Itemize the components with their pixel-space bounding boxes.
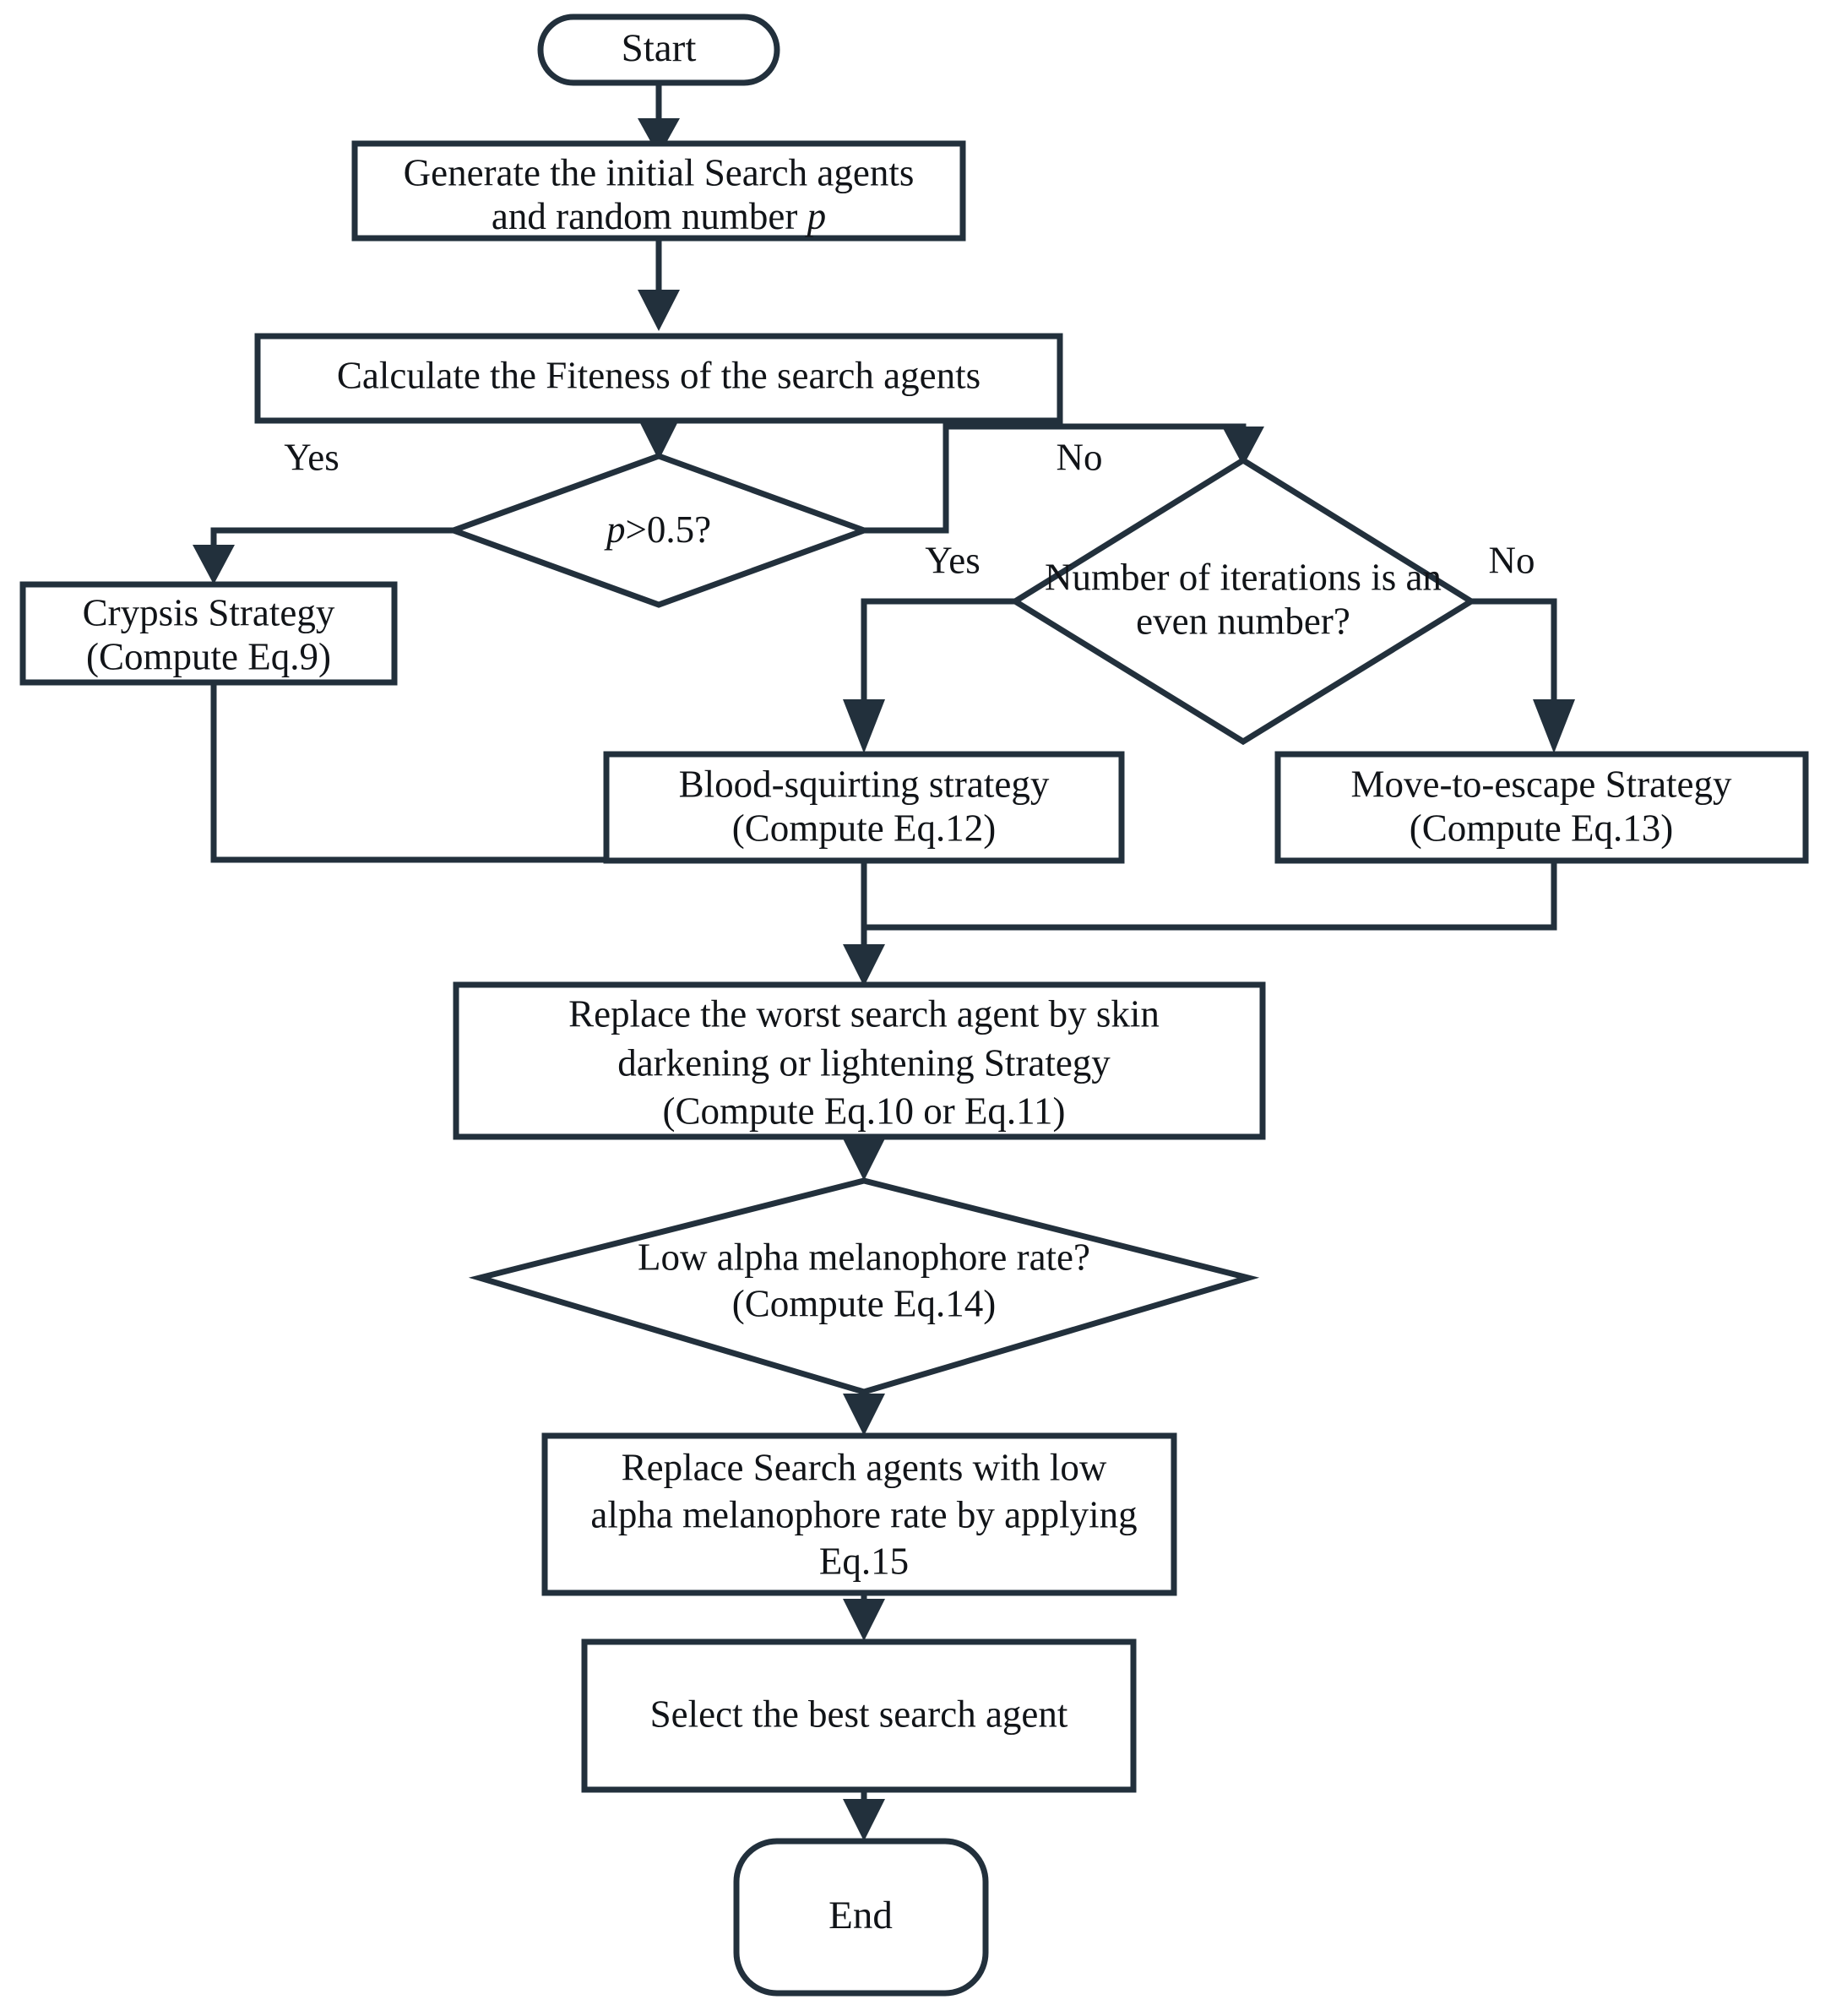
- node-blood-squirting-strategy[interactable]: Blood-squirting strategy (Compute Eq.12): [603, 751, 1125, 864]
- move-to-escape-shape: [1274, 751, 1809, 864]
- replace-low-alpha-line2: alpha melanophore rate by applying: [590, 1493, 1137, 1535]
- replace-low-alpha-line1: Replace Search agents with low: [622, 1446, 1107, 1488]
- generate-initial-line2-text: and random number: [492, 195, 807, 237]
- edge-p-no-to-decision-even: [864, 423, 1264, 534]
- select-best-shape: [581, 1638, 1137, 1793]
- p-threshold-text: >0.5?: [625, 508, 711, 551]
- node-replace-worst-agent[interactable]: Replace the worst search agent by skin d…: [453, 981, 1266, 1140]
- edge-label-even-no: No: [1489, 539, 1535, 581]
- decision-alpha-line2: (Compute Eq.14): [732, 1282, 996, 1324]
- crypsis-strategy-line2: (Compute Eq.9): [86, 635, 331, 677]
- edge-even-yes-to-blood: [843, 598, 1015, 753]
- node-generate-initial[interactable]: Generate the initial Search agents and r…: [351, 140, 966, 242]
- edge-blood-to-replace-worst: [843, 860, 885, 986]
- decision-alpha-shape: [468, 1177, 1260, 1395]
- random-number-variable: p: [805, 195, 827, 237]
- replace-low-alpha-shape: [541, 1432, 1177, 1596]
- edge-init-to-fitness: [638, 237, 680, 331]
- edge-p-yes-to-crypsis: [193, 527, 454, 584]
- blood-squirting-shape: [603, 751, 1125, 864]
- decision-even-line1: Number of iterations is an: [1045, 556, 1442, 598]
- edge-replace-alpha-to-select-best: [843, 1593, 885, 1641]
- end-label: End: [828, 1894, 893, 1937]
- edge-label-p-no: No: [1057, 436, 1103, 478]
- blood-squirting-line1: Blood-squirting strategy: [679, 763, 1050, 805]
- decision-even-line2: even number?: [1136, 600, 1350, 642]
- decision-p-shape: [444, 453, 873, 608]
- crypsis-strategy-shape: [19, 581, 398, 686]
- edge-replace-worst-to-decision-alpha: [843, 1136, 885, 1181]
- node-crypsis-strategy[interactable]: Crypsis Strategy (Compute Eq.9): [19, 581, 398, 686]
- calculate-fitness-label: Calculate the Fiteness of the search age…: [337, 354, 981, 396]
- generate-initial-line2: and random number p: [492, 195, 826, 237]
- start-shape: [537, 14, 780, 86]
- decision-even-shape: [1009, 456, 1477, 746]
- end-shape: [733, 1838, 989, 1997]
- replace-worst-line1: Replace the worst search agent by skin: [568, 992, 1160, 1035]
- decision-alpha-line1: Low alpha melanophore rate?: [638, 1236, 1090, 1278]
- crypsis-strategy-line1: Crypsis Strategy: [83, 591, 335, 633]
- node-calculate-fitness[interactable]: Calculate the Fiteness of the search age…: [254, 333, 1063, 424]
- calculate-fitness-shape: [254, 333, 1063, 424]
- edge-decision-alpha-to-replace-alpha: [843, 1392, 885, 1436]
- edge-select-best-to-end: [843, 1790, 885, 1841]
- blood-squirting-line2: (Compute Eq.12): [732, 807, 996, 849]
- node-end[interactable]: End: [733, 1838, 989, 1997]
- p-variable: p: [604, 508, 626, 551]
- decision-p-label: p>0.5?: [604, 508, 711, 551]
- replace-worst-line2: darkening or lightening Strategy: [617, 1041, 1111, 1084]
- node-replace-low-alpha-agents[interactable]: Replace Search agents with low alpha mel…: [541, 1432, 1177, 1596]
- node-decision-p-threshold[interactable]: p>0.5?: [444, 453, 873, 608]
- replace-worst-shape: [453, 981, 1266, 1140]
- start-label: Start: [622, 26, 697, 70]
- generate-initial-line1: Generate the initial Search agents: [404, 151, 915, 193]
- node-start[interactable]: Start: [537, 14, 780, 86]
- edge-label-even-yes: Yes: [925, 539, 980, 581]
- replace-worst-line3: (Compute Eq.10 or Eq.11): [662, 1090, 1065, 1132]
- select-best-label: Select the best search agent: [650, 1693, 1068, 1735]
- node-select-best-agent[interactable]: Select the best search agent: [581, 1638, 1137, 1793]
- edge-even-no-to-escape: [1471, 598, 1575, 753]
- node-decision-alpha-rate[interactable]: Low alpha melanophore rate? (Compute Eq.…: [468, 1177, 1260, 1395]
- edge-escape-to-merge: [864, 860, 1557, 931]
- edge-start-to-init: [638, 80, 680, 156]
- replace-low-alpha-line3: Eq.15: [819, 1540, 909, 1582]
- node-decision-even-iterations[interactable]: Number of iterations is an even number?: [1009, 456, 1477, 746]
- move-to-escape-line2: (Compute Eq.13): [1410, 807, 1673, 849]
- edge-label-p-yes: Yes: [284, 436, 339, 478]
- move-to-escape-line1: Move-to-escape Strategy: [1350, 763, 1732, 805]
- generate-initial-shape: [351, 140, 966, 242]
- node-move-to-escape-strategy[interactable]: Move-to-escape Strategy (Compute Eq.13): [1274, 751, 1809, 864]
